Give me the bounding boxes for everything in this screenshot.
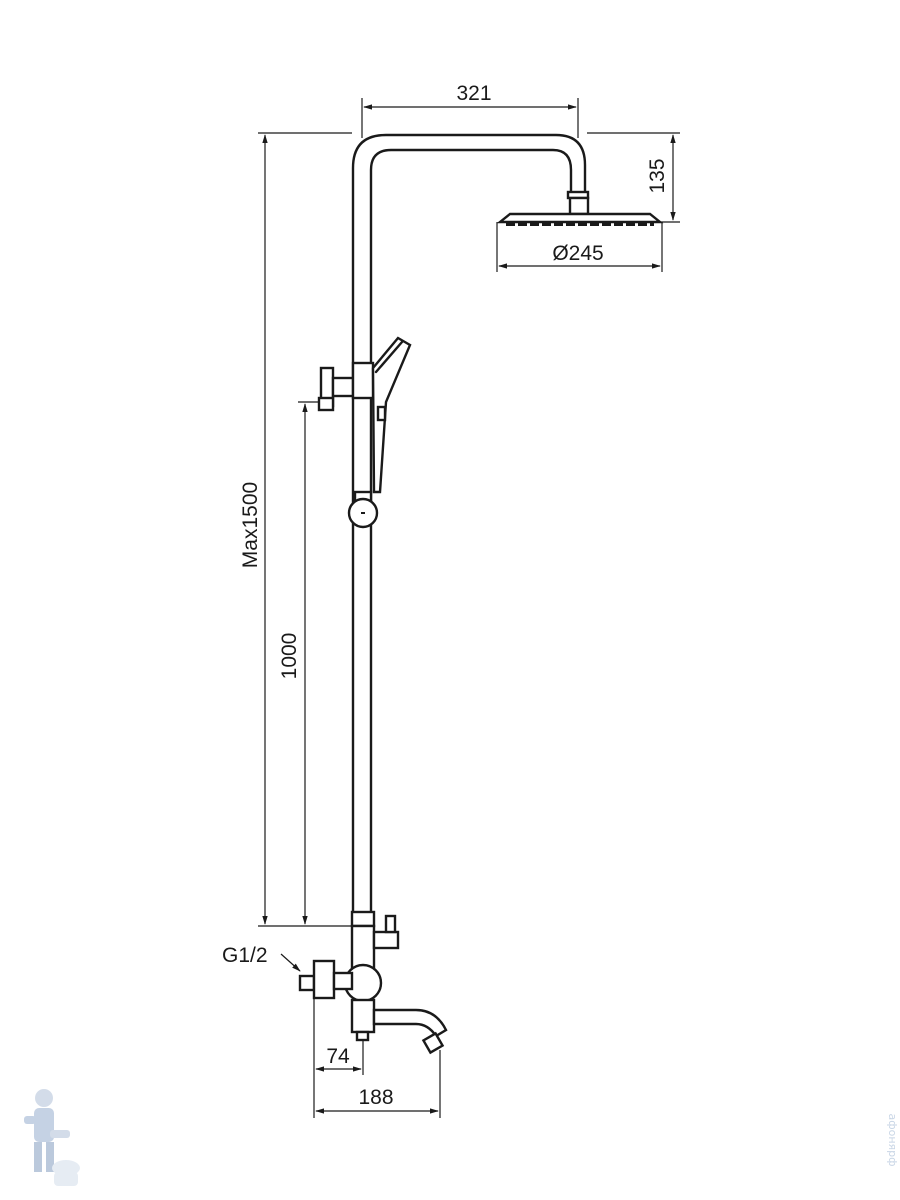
- hand-shower-holder: [317, 361, 375, 412]
- dim-188-label: 188: [358, 1086, 393, 1109]
- bath-spout: [372, 1008, 448, 1055]
- slider-knob: [347, 490, 379, 529]
- dim-max1500-label: Max1500: [239, 482, 262, 568]
- dim-g12-label: G1/2: [222, 944, 268, 967]
- mixer-body: [343, 910, 400, 1042]
- dim-321: 321: [361, 82, 579, 138]
- shower-head: [496, 190, 664, 226]
- dim-188: 188: [315, 1050, 441, 1118]
- dim-321-label: 321: [456, 82, 491, 105]
- dim-1000-label: 1000: [278, 633, 301, 680]
- hand-shower: [371, 336, 412, 494]
- overhead-arm: [351, 133, 587, 914]
- dim-135: 135: [587, 132, 680, 223]
- dim-g12: G1/2: [222, 944, 301, 972]
- watermark-site: афонярф: [886, 1113, 899, 1166]
- plumber-mascot-icon: [24, 1089, 80, 1186]
- dim-245-label: Ø245: [552, 242, 603, 265]
- wall-connector: [298, 959, 354, 1000]
- dim-135-label: 135: [646, 158, 669, 193]
- dim-245: Ø245: [496, 222, 663, 272]
- dim-74: 74: [313, 998, 364, 1118]
- dim-max1500: Max1500: [239, 132, 352, 927]
- dim-74-label: 74: [326, 1045, 350, 1068]
- dim-1000: 1000: [278, 401, 318, 925]
